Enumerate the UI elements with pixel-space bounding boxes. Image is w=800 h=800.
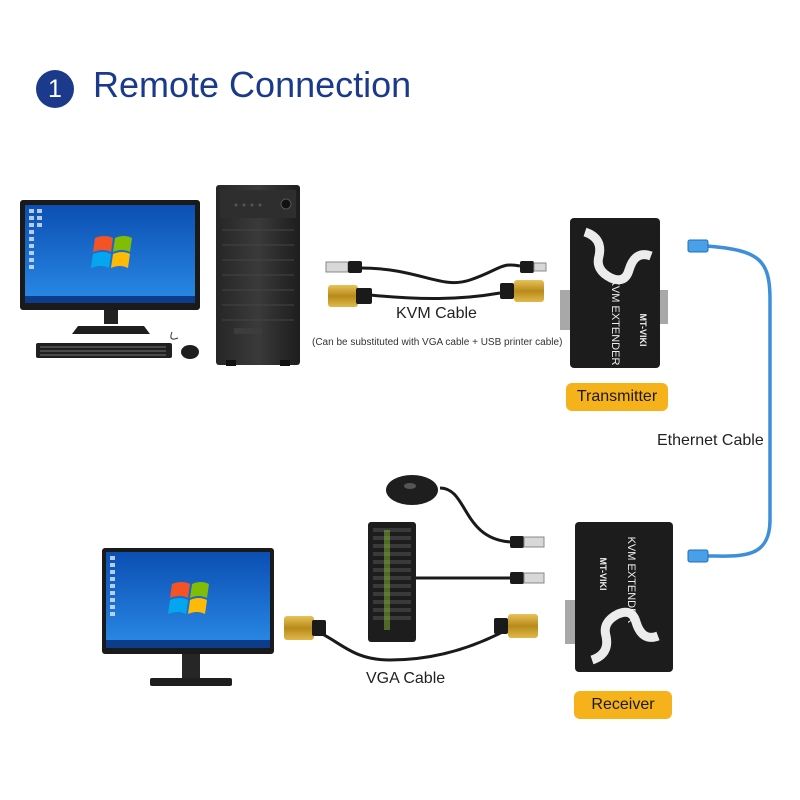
ethernet-cable (687, 239, 772, 563)
source-keyboard (36, 343, 172, 358)
kvm-cable (325, 261, 547, 307)
source-mouse (170, 331, 199, 359)
usb-connector-icon (510, 536, 545, 548)
page-title: Remote Connection (93, 64, 412, 105)
remote-monitor (102, 548, 274, 686)
vga-connector-icon (284, 616, 326, 640)
vga-connector-icon (328, 285, 372, 307)
usb-connector-icon (325, 261, 362, 273)
usb-connector-icon (510, 572, 545, 584)
brand-mark-text: KVM EXTENDER (609, 279, 621, 366)
remote-keyboard (368, 522, 416, 642)
vga-cable-label: VGA Cable (366, 670, 446, 687)
vga-cable (284, 614, 538, 662)
vga-connector-icon (500, 280, 544, 302)
source-monitor (20, 200, 200, 334)
rj45-connector-icon (687, 239, 709, 253)
windows-logo-icon (168, 582, 209, 614)
brand-mark-text: MT-VIKI (638, 314, 648, 347)
windows-logo-icon (91, 236, 132, 268)
receiver-label: Receiver (574, 691, 672, 719)
pc-tower (216, 185, 300, 366)
usb-cables (410, 486, 545, 584)
receiver-device: MT-VIKI KVM EXTENDER (565, 522, 673, 672)
kvm-cable-note: (Can be substituted with VGA cable + USB… (312, 337, 563, 348)
ethernet-cable-label: Ethernet Cable (657, 432, 764, 449)
transmitter-device: KVM EXTENDER MT-VIKI (560, 218, 668, 368)
rj45-connector-icon (687, 549, 709, 563)
brand-mark-text: KVM EXTENDER (625, 537, 637, 624)
kvm-cable-label: KVM Cable (396, 305, 477, 322)
brand-mark-text: MT-VIKI (598, 558, 608, 591)
transmitter-label: Transmitter (566, 383, 668, 411)
step-number-badge: 1 (36, 70, 74, 108)
usb-b-connector-icon (520, 261, 547, 273)
remote-mouse (386, 475, 438, 505)
vga-connector-icon (494, 614, 538, 638)
